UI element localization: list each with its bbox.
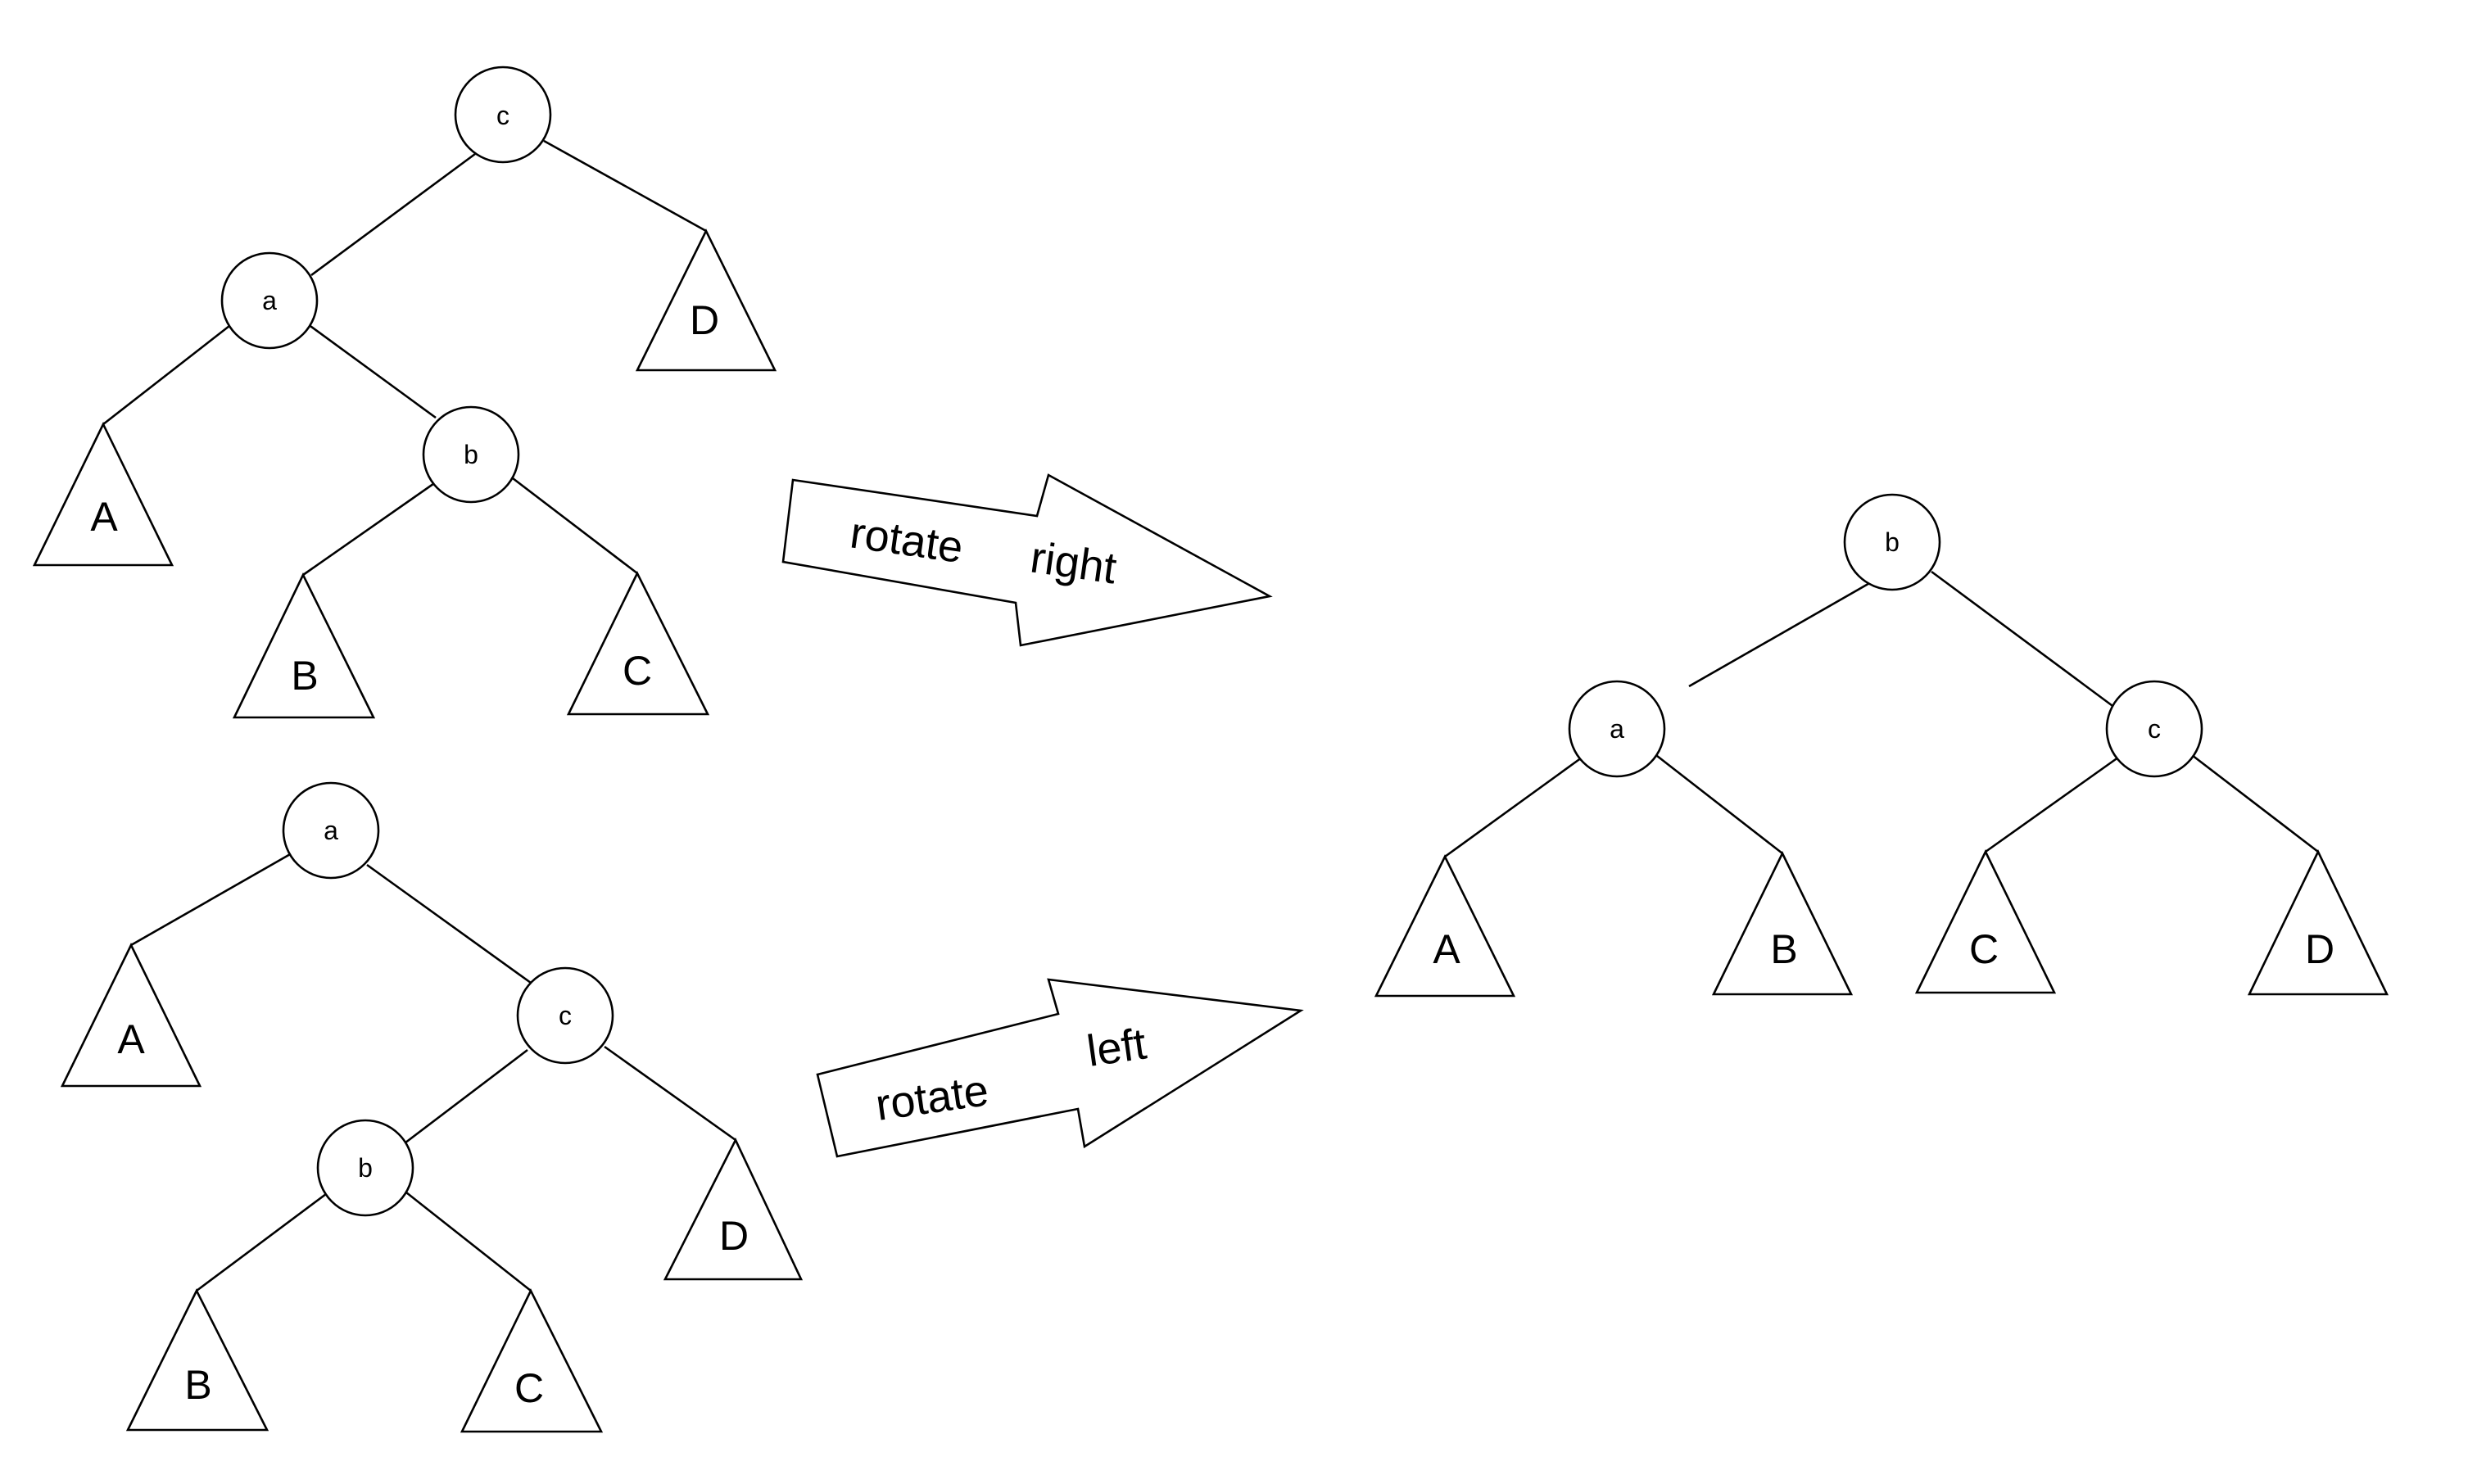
subtree-triangle xyxy=(232,572,376,719)
subtree-label: C xyxy=(1969,926,1999,972)
subtree-label: B xyxy=(1770,926,1797,972)
subtree-triangle xyxy=(1711,851,1854,996)
subtree-triangle xyxy=(460,1288,604,1433)
top-left-tree: c a b A B C D xyxy=(32,66,777,719)
edge xyxy=(1931,570,2122,714)
node-label: c xyxy=(496,101,509,130)
node-label: b xyxy=(464,440,478,469)
node-label: c xyxy=(559,1001,572,1030)
edge xyxy=(1444,752,1588,858)
tree-node xyxy=(220,251,319,350)
subtree-triangle xyxy=(125,1288,269,1432)
tree-node xyxy=(2105,680,2203,778)
tree-node xyxy=(422,405,520,504)
node-label: b xyxy=(1885,527,1900,557)
tree-node xyxy=(1568,680,1666,778)
bottom-left-tree: a c b A B C D xyxy=(60,781,804,1433)
edge xyxy=(366,863,532,984)
subtree-triangle xyxy=(2247,849,2389,996)
arrow-shape xyxy=(816,978,1304,1158)
edge xyxy=(1649,749,1783,855)
edge xyxy=(302,478,440,577)
edge xyxy=(307,323,437,419)
node-label: a xyxy=(1610,714,1624,744)
arrow-label: left xyxy=(1084,1019,1149,1075)
tree-node xyxy=(1843,493,1941,591)
node-label: b xyxy=(358,1153,373,1183)
edge xyxy=(512,477,638,575)
rotate-right-arrow: rotate right xyxy=(781,473,1273,647)
edge xyxy=(102,324,230,426)
edge xyxy=(2191,753,2319,853)
edge xyxy=(543,139,707,233)
subtree-label: B xyxy=(291,653,318,699)
result-tree: b a c A B C D xyxy=(1374,493,2389,998)
subtree-triangle xyxy=(663,1138,804,1281)
edge xyxy=(1985,753,2122,853)
node-label: c xyxy=(2148,714,2161,744)
subtree-label: A xyxy=(117,1016,145,1062)
subtree-label: D xyxy=(719,1213,749,1259)
subtree-label: A xyxy=(90,494,118,540)
subtree-triangle xyxy=(1914,849,2057,994)
subtree-label: C xyxy=(514,1365,544,1411)
subtree-label: A xyxy=(1433,926,1460,972)
edge xyxy=(405,1191,532,1292)
subtree-triangle xyxy=(566,571,710,716)
arrow-label: right xyxy=(1027,532,1119,593)
subtree-label: D xyxy=(690,297,719,343)
edge xyxy=(310,152,476,277)
subtree-triangle xyxy=(635,228,777,372)
subtree-label: D xyxy=(2305,926,2334,972)
subtree-triangle xyxy=(32,422,174,567)
subtree-triangle xyxy=(60,943,202,1088)
edge xyxy=(397,1048,528,1150)
arrow-shape xyxy=(781,473,1273,647)
subtree-triangle xyxy=(1374,854,1516,998)
edge xyxy=(1688,567,1896,688)
edge xyxy=(196,1188,333,1292)
tree-node xyxy=(316,1119,414,1217)
node-label: a xyxy=(262,286,277,315)
subtree-label: C xyxy=(623,648,652,694)
edge xyxy=(604,1045,736,1142)
subtree-label: B xyxy=(184,1362,211,1408)
tree-node xyxy=(516,966,614,1065)
node-label: a xyxy=(324,816,338,845)
tree-node xyxy=(282,781,380,880)
tree-node xyxy=(454,66,552,164)
rotate-left-arrow: rotate left xyxy=(816,978,1304,1158)
edge xyxy=(130,852,292,947)
